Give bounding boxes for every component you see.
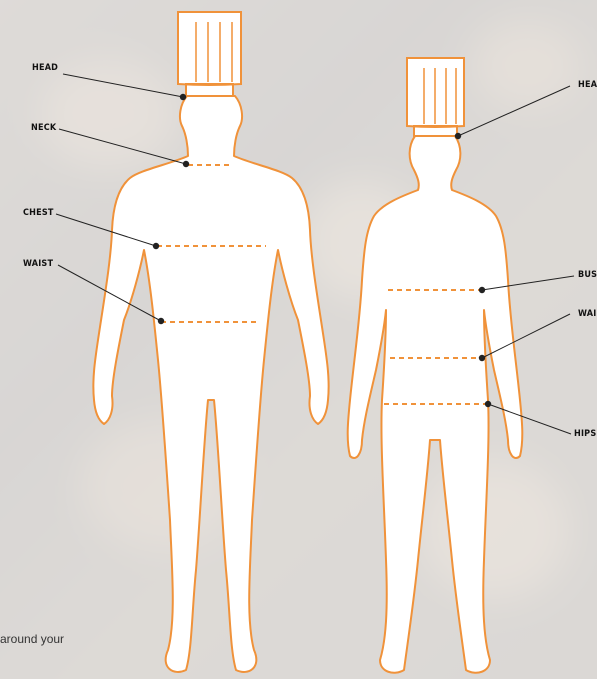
female-body-outline xyxy=(348,136,523,673)
label-head: HEAD xyxy=(32,63,58,73)
label-neck: NECK xyxy=(31,123,56,133)
label-waist: WAIST xyxy=(23,259,53,269)
label-waist-female: WAI xyxy=(578,309,596,319)
label-chest: CHEST xyxy=(23,208,54,218)
male-figure xyxy=(93,12,328,672)
female-figure xyxy=(348,58,523,673)
male-body-outline xyxy=(93,96,328,672)
label-hips: HIPS xyxy=(574,429,596,439)
label-bust: BUS xyxy=(578,270,597,280)
label-head-female: HEA xyxy=(578,80,597,90)
footer-text: around your xyxy=(0,632,64,646)
